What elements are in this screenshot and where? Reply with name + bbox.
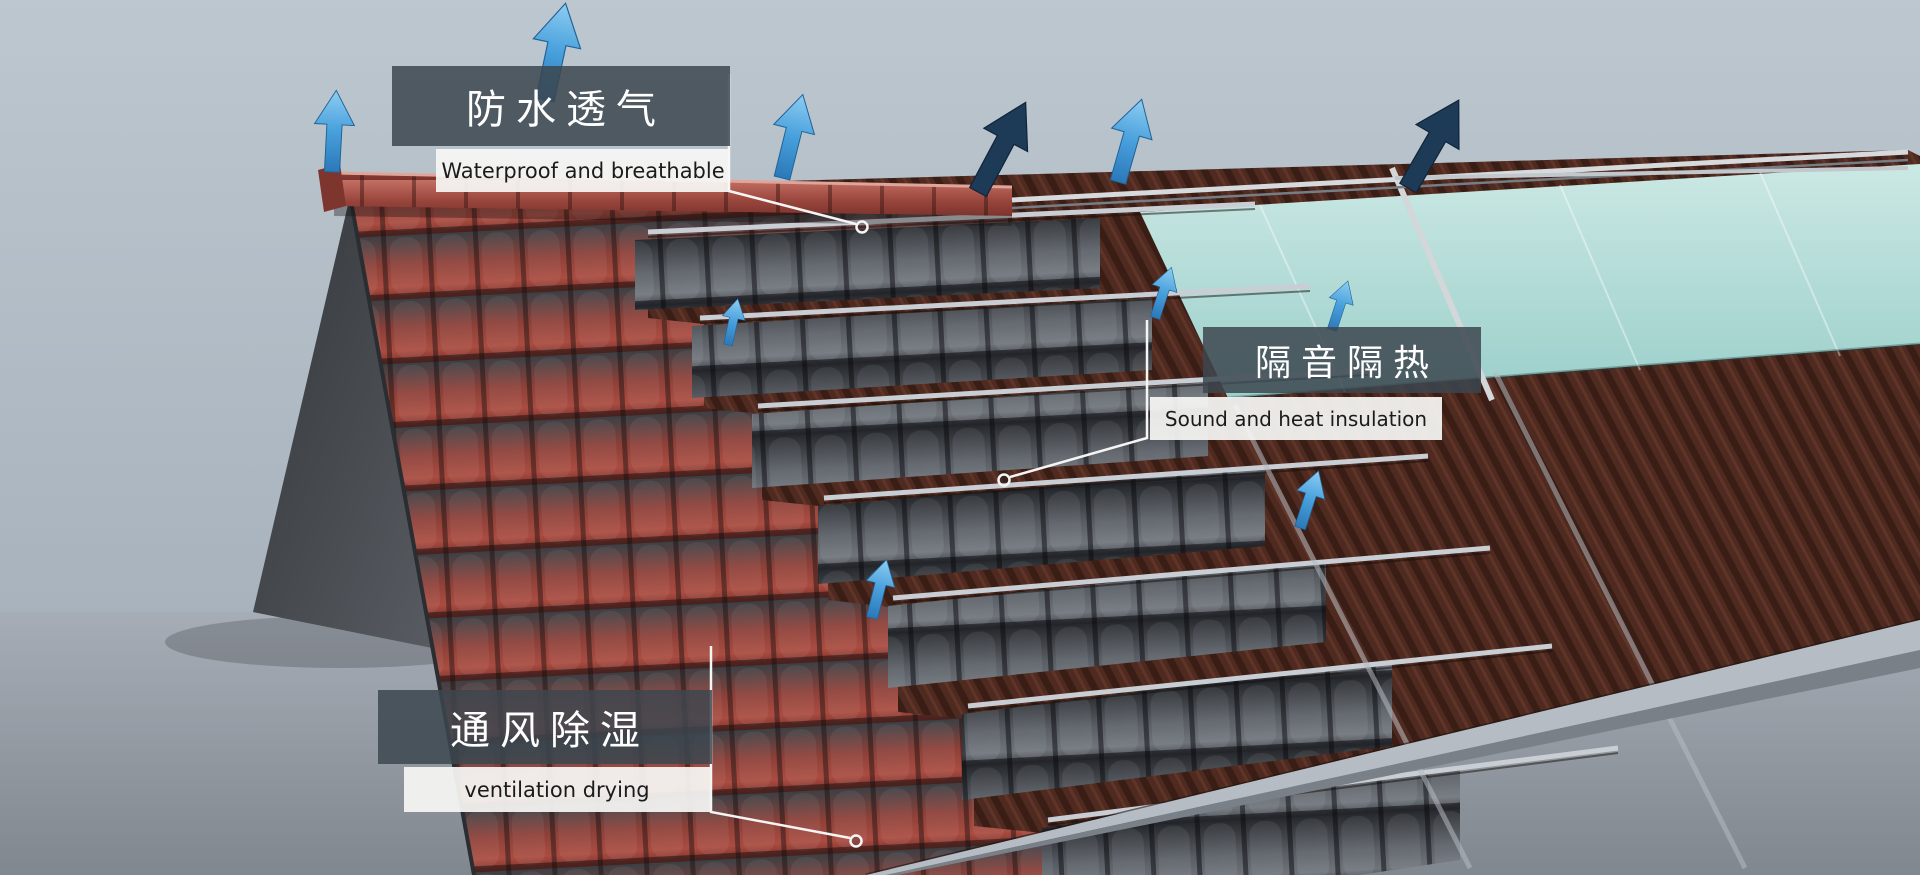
callout-ventilation-title: 通风除湿 — [378, 690, 712, 764]
ridge-rails — [1011, 149, 1909, 210]
leader-anchor-icon — [855, 220, 869, 234]
gray-tile-bands — [635, 218, 1460, 875]
callout-waterproof-title: 防水透气 — [392, 66, 730, 146]
eave-fascia — [865, 618, 1920, 875]
callout-insulation-title: 隔音隔热 — [1203, 327, 1481, 393]
gable-wall — [253, 196, 432, 648]
callout-waterproof-subtitle: Waterproof and breathable — [436, 149, 730, 192]
callout-ventilation-subtitle: ventilation drying — [404, 767, 710, 812]
battens — [647, 201, 1748, 870]
leader-anchor-icon — [997, 473, 1011, 487]
callout-insulation-subtitle: Sound and heat insulation — [1150, 397, 1442, 440]
leader-anchor-icon — [849, 834, 863, 848]
